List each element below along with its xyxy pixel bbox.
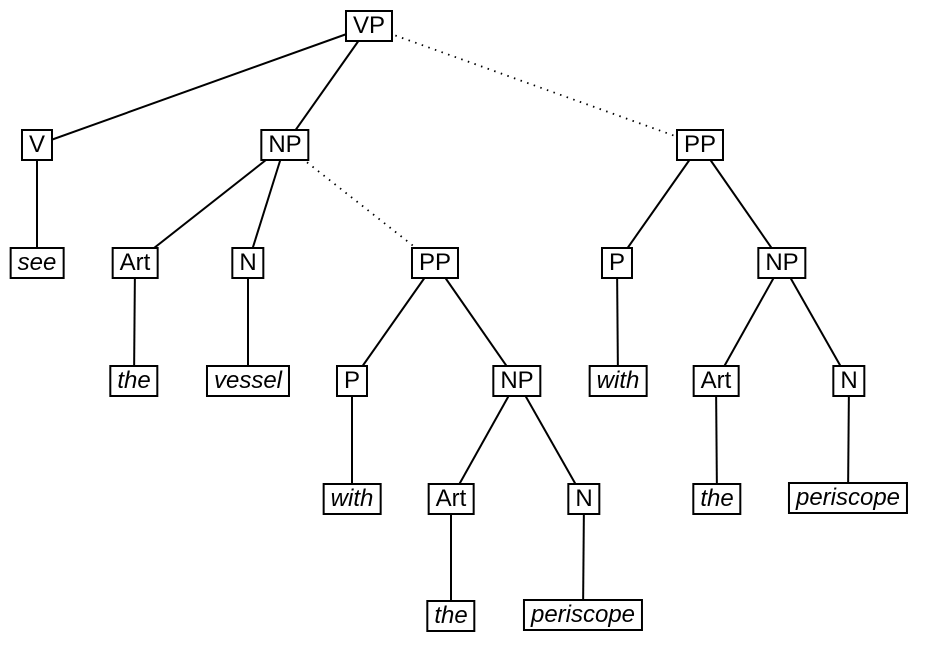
leaf-see: see — [9, 247, 65, 279]
edge-np-ppmid-dotted — [284, 144, 436, 264]
leaf-vessel: vessel — [205, 365, 291, 397]
edge-npright-n — [781, 262, 850, 382]
tree-node-art-right: Art — [692, 365, 740, 397]
tree-node-n-left: N — [231, 247, 265, 279]
edge-art-the — [133, 262, 136, 382]
tree-node-art-mid: Art — [427, 483, 475, 515]
tree-node-pp-right: PP — [675, 129, 725, 161]
tree-node-v: V — [20, 129, 54, 161]
tree-node-pp-mid: PP — [410, 247, 460, 279]
leaf-periscope-mid: periscope — [522, 599, 644, 631]
edge-np-art — [134, 144, 286, 264]
leaf-the-left: the — [109, 365, 159, 397]
leaf-periscope-right: periscope — [787, 482, 909, 514]
tree-node-n-mid: N — [567, 483, 601, 515]
edge-ppmid-p — [351, 262, 436, 382]
tree-node-p-mid: P — [335, 365, 369, 397]
edge-nright-periscope — [847, 380, 850, 499]
edge-vp-v — [36, 25, 370, 146]
tree-node-n-right: N — [832, 365, 866, 397]
edge-vp-ppright-dotted — [368, 25, 701, 146]
edge-ppmid-np — [434, 262, 518, 382]
edge-ppright-np — [699, 144, 783, 264]
tree-node-p-right: P — [600, 247, 634, 279]
leaf-with-mid: with — [322, 483, 382, 515]
tree-node-vp: VP — [344, 10, 394, 42]
edge-npmid-art — [450, 380, 518, 500]
edge-nmid-periscope — [582, 498, 585, 616]
edge-npright-art — [715, 262, 783, 382]
edge-artright-the — [715, 380, 718, 500]
edge-np-n — [247, 144, 286, 264]
tree-node-np-right: NP — [757, 247, 807, 279]
edge-ppright-p — [616, 144, 701, 264]
leaf-the-right: the — [692, 483, 742, 515]
tree-node-np-mid: NP — [492, 365, 542, 397]
tree-node-np: NP — [260, 129, 310, 161]
edge-vp-np — [284, 25, 370, 146]
leaf-the-mid: the — [426, 600, 476, 632]
tree-node-art-left: Art — [111, 247, 159, 279]
leaf-with-right: with — [588, 365, 648, 397]
edge-pright-with — [616, 262, 619, 382]
edge-npmid-n — [516, 380, 585, 500]
